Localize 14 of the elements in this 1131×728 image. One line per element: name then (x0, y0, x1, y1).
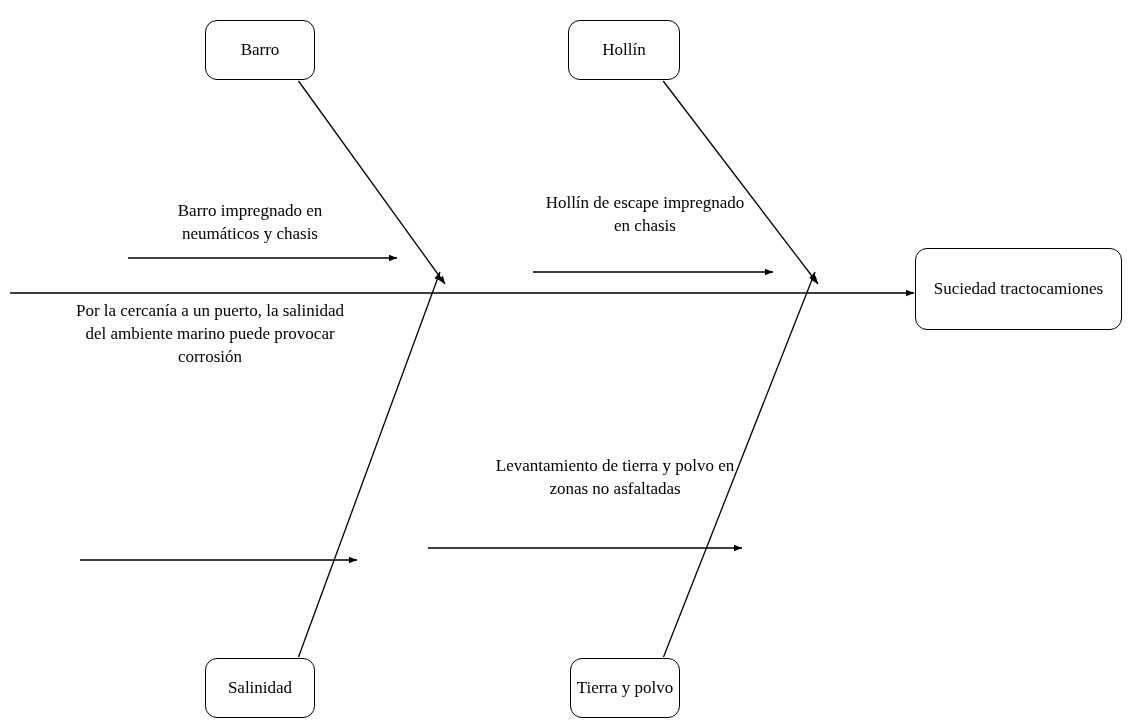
arrow (662, 80, 819, 285)
effect-box: Suciedad tractocamiones (915, 248, 1122, 330)
cause-description: Por la cercanía a un puerto, la salinidad del ambiente marino puede provocar corrosión (75, 300, 345, 368)
arrow (297, 80, 446, 285)
spine-arrow (9, 289, 915, 297)
arrow (662, 271, 816, 658)
cause-description: Barro impregnado en neumáticos y chasis (176, 200, 324, 245)
cause-box: Tierra y polvo (570, 658, 680, 718)
cause-box: Barro (205, 20, 315, 80)
cause-description: Levantamiento de tierra y polvo en zonas no asfaltadas (494, 455, 736, 500)
cause-box: Hollín (568, 20, 680, 80)
arrow (297, 271, 441, 658)
cause-box: Salinidad (205, 658, 315, 718)
cause-description: Hollín de escape impregnado en chasis (544, 192, 746, 237)
